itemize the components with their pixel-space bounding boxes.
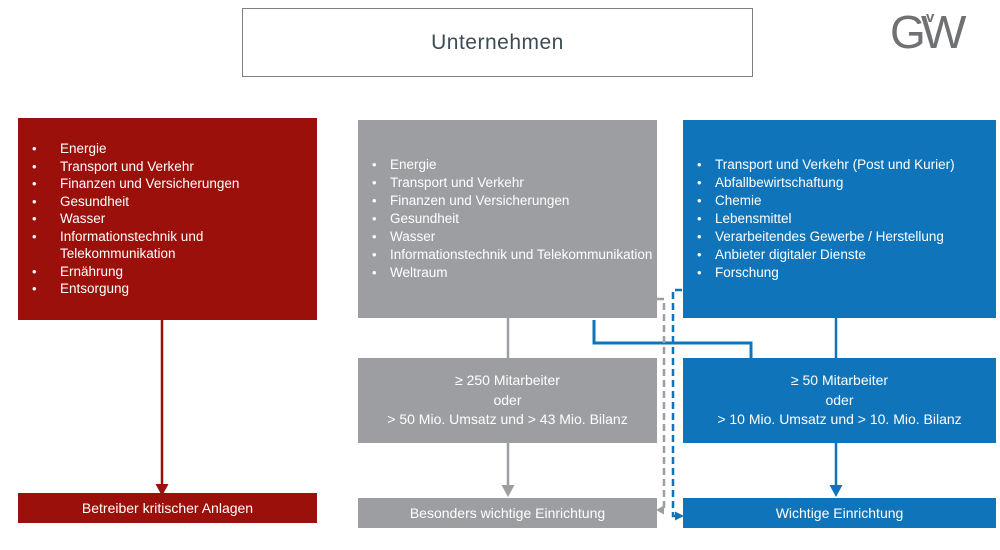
criteria-box-wichtig: ≥ 50 Mitarbeiter oder > 10 Mio. Umsatz u… bbox=[683, 358, 996, 443]
sector-item: • Transport und Verkehr bbox=[372, 174, 653, 192]
sector-label: Wasser bbox=[60, 211, 106, 227]
sector-label: Informationstechnik und Telekommunikatio… bbox=[60, 228, 204, 262]
unternehmen-box: Unternehmen bbox=[242, 8, 753, 77]
bullet-icon: • bbox=[372, 247, 377, 262]
sector-label: Entsorgung bbox=[60, 281, 130, 297]
sector-item: • Forschung bbox=[697, 264, 992, 282]
criteria-box-besonders-wichtig: ≥ 250 Mitarbeiter oder > 50 Mio. Umsatz … bbox=[358, 358, 657, 443]
criteria-line: oder bbox=[493, 391, 522, 408]
sector-label: Gesundheit bbox=[60, 193, 130, 209]
sector-label: Transport und Verkehr bbox=[390, 175, 524, 190]
criteria-line: oder bbox=[825, 391, 854, 408]
bullet-icon: • bbox=[697, 175, 702, 190]
criteria-line: ≥ 50 Mitarbeiter bbox=[790, 372, 889, 389]
arrow-blue-criteria-result bbox=[829, 443, 843, 497]
sector-item: • Informationstechnik und Telekommunikati… bbox=[372, 246, 653, 264]
sector-item: • Finanzen und Versicherungen bbox=[372, 192, 653, 210]
sector-item: • Ernährung bbox=[32, 263, 311, 281]
bullet-icon: • bbox=[697, 157, 702, 172]
arrow-gray-criteria-result bbox=[501, 443, 515, 497]
bullet-icon: • bbox=[372, 175, 377, 190]
sector-item: • Anbieter digitaler Dienste bbox=[697, 246, 992, 264]
bullet-icon: • bbox=[32, 141, 37, 157]
sector-label: Transport und Verkehr bbox=[60, 158, 194, 174]
logo-letter-g: G bbox=[890, 6, 926, 58]
bullet-icon: • bbox=[32, 263, 37, 279]
sector-item: • Verarbeitendes Gewerbe / Herstellung bbox=[697, 228, 992, 246]
sector-item: • Energie bbox=[372, 156, 653, 174]
sector-label: Informationstechnik und Telekommunikatio… bbox=[390, 247, 653, 262]
sector-item: • Entsorgung bbox=[32, 280, 311, 298]
logo-letter-v: v bbox=[926, 9, 935, 26]
sector-item: • Chemie bbox=[697, 192, 992, 210]
sector-label: Weltraum bbox=[390, 265, 448, 280]
connector-blue-elbow-gray-to-blue-criteria bbox=[592, 320, 753, 358]
gvw-logo: G W v bbox=[886, 8, 998, 60]
result-box-besonders-wichtig: Besonders wichtige Einrichtung bbox=[358, 498, 657, 528]
sector-item: • Gesundheit bbox=[32, 193, 311, 211]
result-box-wichtig: Wichtige Einrichtung bbox=[683, 498, 996, 528]
sector-label: Verarbeitendes Gewerbe / Herstellung bbox=[715, 229, 944, 244]
sector-label: Energie bbox=[390, 157, 437, 172]
sector-label: Gesundheit bbox=[390, 211, 460, 226]
sector-label: Abfallbewirtschaftung bbox=[715, 175, 844, 190]
sector-label: Ernährung bbox=[60, 263, 124, 279]
sector-label: Chemie bbox=[715, 193, 762, 208]
bullet-icon: • bbox=[697, 229, 702, 244]
result-label: Wichtige Einrichtung bbox=[775, 505, 904, 521]
bullet-icon: • bbox=[32, 228, 37, 244]
criteria-line: ≥ 250 Mitarbeiter bbox=[455, 372, 560, 389]
bullet-icon: • bbox=[32, 158, 37, 174]
sector-label: Transport und Verkehr (Post und Kurier) bbox=[715, 157, 955, 172]
sector-label: Forschung bbox=[715, 265, 779, 280]
sector-label: Wasser bbox=[390, 229, 436, 244]
sector-item: • Finanzen und Versicherungen bbox=[32, 175, 311, 193]
sector-item: • Energie bbox=[32, 140, 311, 158]
sector-list-kritis: • Energie • Transport und Verkehr • Finanzen … bbox=[32, 140, 311, 298]
sector-item: • Abfallbewirtschaftung bbox=[697, 174, 992, 192]
criteria-line: > 10 Mio. Umsatz und > 10. Mio. Bilanz bbox=[717, 411, 962, 428]
bullet-icon: • bbox=[372, 157, 377, 172]
sector-label: Finanzen und Versicherungen bbox=[60, 176, 240, 192]
bullet-icon: • bbox=[372, 229, 377, 244]
result-box-kritis: Betreiber kritischer Anlagen bbox=[18, 493, 317, 523]
sector-item: • Lebensmittel bbox=[697, 210, 992, 228]
sector-item: • Wasser bbox=[32, 210, 311, 228]
sector-item: • Weltraum bbox=[372, 264, 653, 282]
sector-item: • Informationstechnik und Telekommunikati… bbox=[32, 228, 311, 263]
criteria-line: > 50 Mio. Umsatz und > 43 Mio. Bilanz bbox=[387, 411, 628, 428]
unternehmen-label: Unternehmen bbox=[431, 30, 564, 54]
sector-label: Lebensmittel bbox=[715, 211, 792, 226]
sector-item: • Transport und Verkehr bbox=[32, 158, 311, 176]
sector-label: Anbieter digitaler Dienste bbox=[715, 247, 866, 262]
arrow-red-kritis bbox=[155, 320, 169, 496]
bullet-icon: • bbox=[32, 211, 37, 227]
bullet-icon: • bbox=[697, 193, 702, 208]
connector-dashed-gray bbox=[656, 297, 666, 515]
sector-box-kritis: • Energie • Transport und Verkehr • Finanzen … bbox=[18, 118, 317, 320]
sector-list-besonders-wichtig: • Energie • Transport und Verkehr • Finanzen … bbox=[372, 156, 653, 282]
logo-letter-w: W bbox=[920, 6, 967, 58]
bullet-icon: • bbox=[697, 211, 702, 226]
bullet-icon: • bbox=[697, 247, 702, 262]
sector-item: • Wasser bbox=[372, 228, 653, 246]
sector-box-besonders-wichtig: • Energie • Transport und Verkehr • Finanzen … bbox=[358, 120, 657, 318]
bullet-icon: • bbox=[32, 193, 37, 209]
sector-label: Energie bbox=[60, 141, 107, 157]
sector-label: Finanzen und Versicherungen bbox=[390, 193, 570, 208]
bullet-icon: • bbox=[32, 281, 37, 297]
bullet-icon: • bbox=[32, 176, 37, 192]
bullet-icon: • bbox=[372, 193, 377, 208]
sector-box-wichtig: • Transport und Verkehr (Post und Kurier)… bbox=[683, 120, 996, 318]
sector-item: • Transport und Verkehr (Post und Kurier) bbox=[697, 156, 992, 174]
result-label: Betreiber kritischer Anlagen bbox=[81, 500, 254, 516]
bullet-icon: • bbox=[372, 211, 377, 226]
result-label: Besonders wichtige Einrichtung bbox=[409, 505, 606, 521]
bullet-icon: • bbox=[372, 265, 377, 280]
bullet-icon: • bbox=[697, 265, 702, 280]
sector-item: • Gesundheit bbox=[372, 210, 653, 228]
sector-list-wichtig: • Transport und Verkehr (Post und Kurier)… bbox=[697, 156, 992, 282]
